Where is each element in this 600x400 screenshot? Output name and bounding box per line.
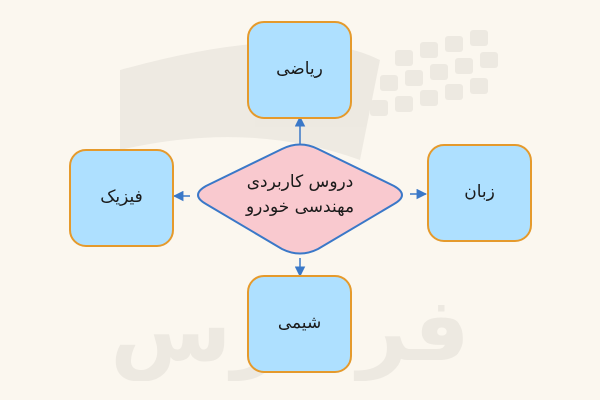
node-top-label: ریاضی: [276, 59, 323, 80]
node-right-label: زبان: [464, 182, 495, 203]
node-left-box: [69, 149, 174, 247]
center-label: دروس کاربردی مهندسی خودرو: [210, 160, 390, 230]
node-bottom-label: شیمی: [277, 313, 322, 334]
center-label-line1: دروس کاربردی: [246, 171, 354, 192]
center-diamond: [197, 143, 403, 255]
node-right-box: [427, 144, 532, 242]
node-bottom-box: [247, 275, 352, 373]
node-top-box: [247, 21, 352, 119]
center-label-line2: مهندسی خودرو: [245, 197, 355, 217]
node-left-label: فیزیک: [100, 187, 143, 208]
